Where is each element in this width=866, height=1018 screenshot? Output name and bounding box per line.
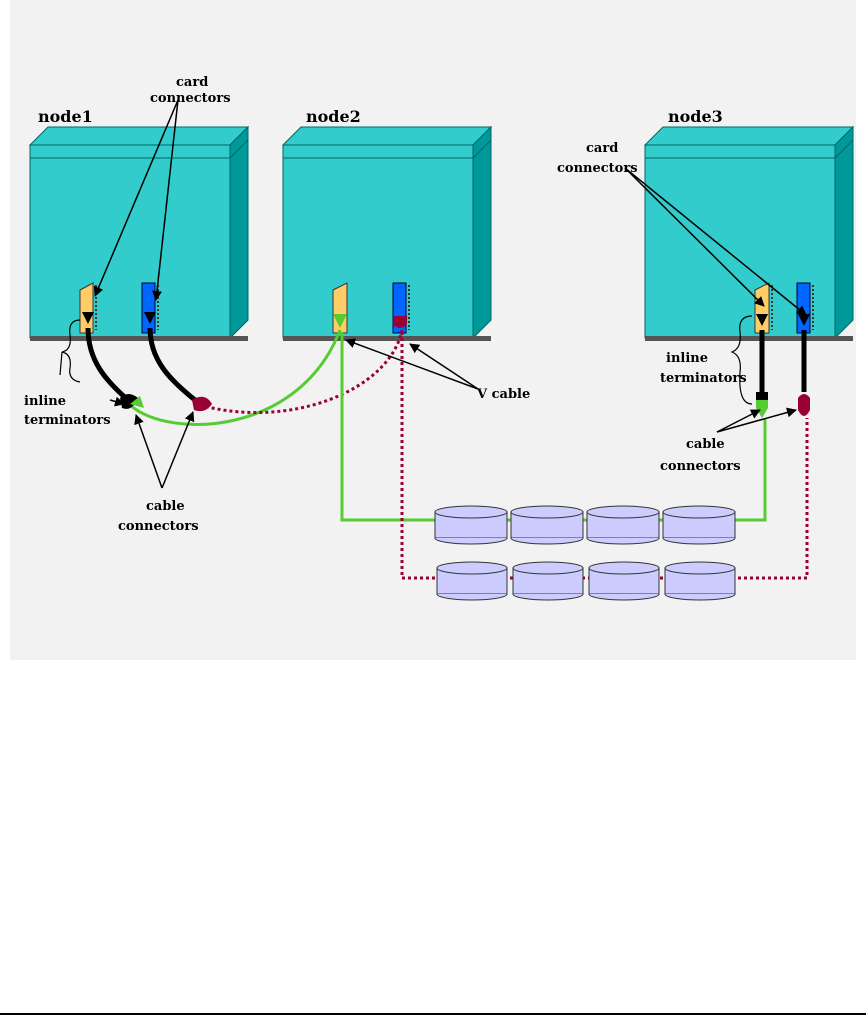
disk	[436, 561, 508, 601]
red-bus-cable	[400, 332, 809, 580]
node2: node2	[281, 107, 493, 341]
label-cable-connectors-left: cable connectors	[118, 499, 199, 534]
node1-inline-terminator-yellow	[82, 312, 94, 324]
label-card-connectors-left: card connectors	[150, 75, 231, 106]
node1-cable-connector-green	[130, 396, 144, 408]
node1-terminator-cable-blue	[147, 327, 197, 402]
node1-cable-connector-red	[192, 396, 212, 412]
arrow-card-connectors-left-1	[93, 99, 179, 297]
node3-cable-connector-black	[756, 392, 768, 400]
arrow-v-cable-1	[345, 338, 479, 390]
arrow-inline-terminators-left	[109, 396, 125, 407]
disk	[586, 505, 660, 545]
arrow-card-connectors-right-2	[624, 167, 807, 316]
brace-inline-terminators-right	[730, 315, 753, 405]
node3-inline-terminator-blue	[798, 314, 810, 326]
disk	[434, 505, 508, 545]
node1-card-connector-yellow	[79, 282, 94, 334]
node3-cable-connector-red	[798, 394, 810, 416]
disk	[662, 505, 736, 545]
label-inline-terminators-right: inline terminators	[660, 351, 747, 386]
disk	[664, 561, 736, 601]
node1-terminator-cable-yellow	[85, 327, 130, 402]
node3-card-connector-yellow	[754, 282, 770, 334]
arrow-cable-connectors-left-1	[134, 414, 163, 489]
green-v-cable	[129, 329, 342, 426]
arrow-cable-connectors-right-2	[716, 407, 797, 433]
disk-array-green	[434, 505, 736, 545]
node3: node3	[643, 107, 855, 341]
node2-connector-green	[333, 314, 347, 328]
arrow-cable-connectors-right-1	[716, 409, 761, 433]
label-inline-terminators-left: inline terminators	[24, 394, 111, 428]
label-cable-connectors-right: cable connectors	[660, 437, 741, 474]
node3-inline-terminator-yellow	[756, 314, 768, 326]
disk	[588, 561, 660, 601]
arrow-card-connectors-right-1	[624, 167, 765, 307]
node2-connector-red	[393, 316, 407, 328]
node1: node1	[28, 107, 250, 341]
node1-card-connector-blue	[141, 282, 156, 334]
arrow-cable-connectors-left-2	[161, 411, 195, 489]
label-v-cable: V cable	[476, 387, 530, 402]
node1-title: node1	[38, 107, 93, 126]
footer-rule	[0, 1013, 866, 1015]
node2-title: node2	[306, 107, 361, 126]
arrow-card-connectors-left-2	[152, 99, 179, 301]
disk-array-red	[436, 561, 736, 601]
disk	[510, 505, 584, 545]
node3-card-connector-blue	[796, 282, 811, 334]
red-v-cable	[199, 329, 404, 414]
node1-inline-terminator-blue	[144, 312, 156, 324]
arrow-v-cable-2	[409, 343, 479, 390]
node3-title: node3	[668, 107, 723, 126]
label-card-connectors-right: card connectors	[557, 141, 638, 176]
disk	[512, 561, 584, 601]
